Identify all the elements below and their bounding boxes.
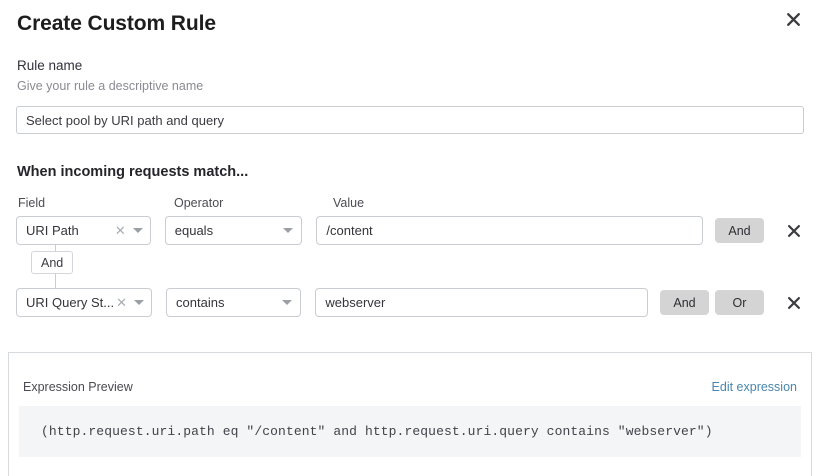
value-input-row-2[interactable]: webserver [315,288,648,317]
remove-condition-row-1[interactable] [784,221,804,241]
clear-icon[interactable]: ✕ [114,223,126,238]
operator-select-value-row-1: equals [174,223,214,238]
column-header-value: Value [333,196,365,210]
and-button-row-2[interactable]: And [660,290,709,315]
dialog-header: Create Custom Rule [16,0,804,38]
field-select-value-row-1: URI Path [26,223,79,238]
rule-name-label: Rule name [17,58,83,73]
expression-preview-header: Expression Preview Edit expression [19,353,801,394]
page-title: Create Custom Rule [17,12,216,35]
rule-name-input[interactable]: Select pool by URI path and query [16,106,804,134]
operator-select-row-1[interactable]: equals [164,216,303,245]
expression-preview-label: Expression Preview [23,380,133,394]
clear-icon[interactable]: ✕ [116,295,128,310]
condition-row: URI Query St... ✕ contains webserver And… [16,288,804,317]
condition-column-headers: Field Operator Value [16,196,804,210]
field-select-row-1[interactable]: URI Path ✕ [16,216,151,245]
value-input-row-1[interactable]: /content [316,216,703,245]
connector-and-badge[interactable]: And [31,251,74,274]
close-icon[interactable] [780,6,806,32]
expression-preview-card: Expression Preview Edit expression (http… [8,352,812,476]
operator-select-row-2[interactable]: contains [166,288,302,317]
row-connector: And [16,243,804,290]
chevron-down-icon [282,300,293,305]
match-heading: When incoming requests match... [17,164,249,180]
chevron-down-icon [283,228,294,233]
edit-expression-link[interactable]: Edit expression [711,380,797,394]
chevron-down-icon [134,300,145,305]
field-select-value-row-2: URI Query St... [26,295,115,310]
rule-name-help-text: Give your rule a descriptive name [17,79,204,93]
rule-name-section: Rule name Give your rule a descriptive n… [16,57,804,134]
operator-select-value-row-2: contains [176,295,225,310]
or-button-row-2[interactable]: Or [715,290,764,315]
chevron-down-icon [132,228,143,233]
remove-condition-row-2[interactable] [784,293,804,313]
field-select-row-2[interactable]: URI Query St... ✕ [16,288,153,317]
and-button-row-1[interactable]: And [714,218,764,243]
column-header-field: Field [18,196,46,210]
match-conditions-section: When incoming requests match... Field Op… [16,162,804,317]
condition-row: URI Path ✕ equals /content And [16,216,804,245]
column-header-operator: Operator [174,196,224,210]
expression-preview-text: (http.request.uri.path eq "/content" and… [19,406,801,457]
